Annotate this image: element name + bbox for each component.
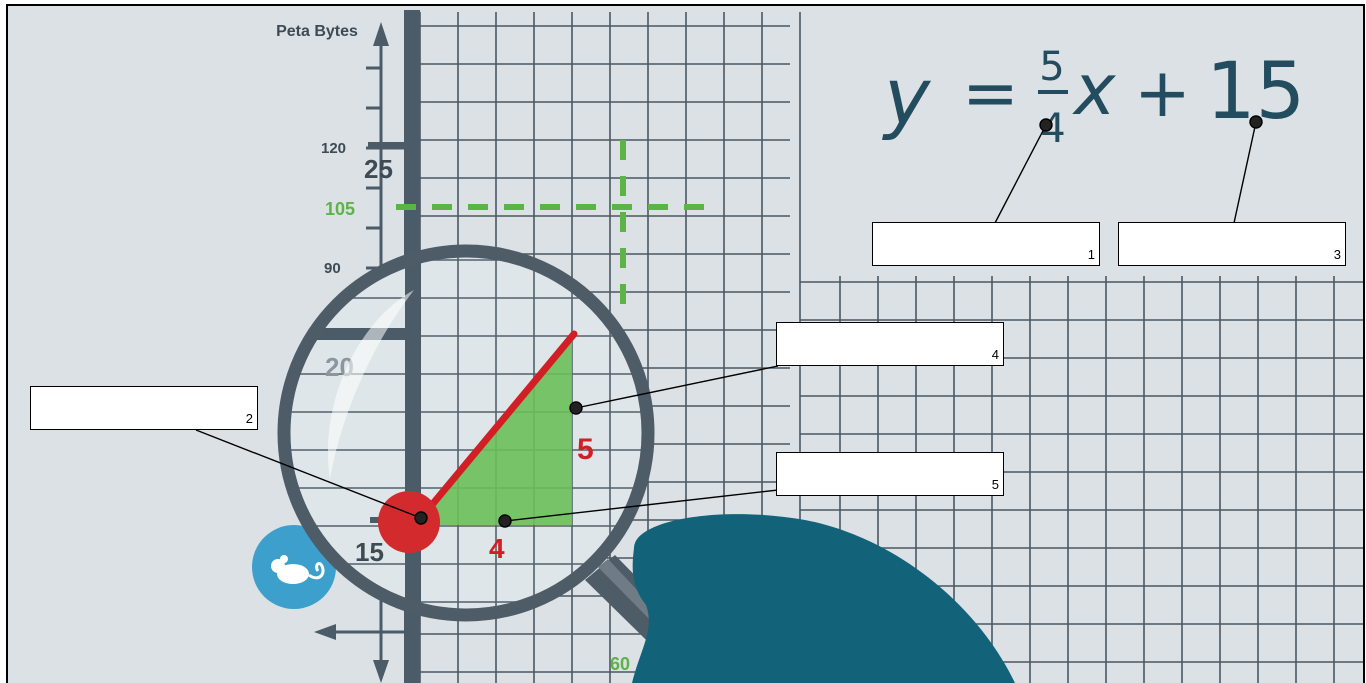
tick-label-25: 25 — [364, 154, 393, 184]
callout-box-1[interactable]: 1 — [872, 222, 1100, 266]
dashed-guide-value: 105 — [325, 199, 355, 219]
slope-intercept-equation: y = 5 4 x + 15 — [882, 44, 1305, 152]
equation-equals: = — [962, 54, 1019, 133]
callout-number: 1 — [1087, 247, 1095, 262]
hand-shape — [632, 514, 1015, 683]
callout-number: 5 — [991, 477, 999, 492]
tick-label-120: 120 — [321, 140, 346, 157]
callout-number: 4 — [991, 347, 999, 362]
callout-box-4[interactable]: 4 — [776, 322, 1004, 366]
equation-slope-numerator: 5 — [1039, 44, 1064, 90]
mouse-logo-icon — [252, 525, 336, 609]
slope-line — [412, 330, 578, 528]
run-label: 4 — [489, 533, 505, 564]
dashed-guide-lines — [396, 140, 710, 312]
callout-leader-lines — [195, 115, 1263, 528]
callout-box-2[interactable]: 2 — [30, 386, 258, 430]
y-intercept-dot — [378, 491, 440, 553]
callout-number: 2 — [245, 411, 253, 426]
callout-box-3[interactable]: 3 — [1118, 222, 1346, 266]
tick-25 — [368, 142, 408, 148]
y-axis-title: Peta Bytes — [276, 23, 358, 40]
lens-glare — [327, 290, 414, 480]
equation-variable: x — [1072, 49, 1116, 131]
bottom-label-60: 60 — [610, 654, 630, 674]
diagram-frame — [6, 4, 1365, 683]
callout-number: 3 — [1333, 247, 1341, 262]
left-arrow — [314, 624, 404, 640]
fraction-bar — [1038, 90, 1068, 94]
tick-label-15: 15 — [355, 537, 384, 567]
tick-label-90: 90 — [324, 260, 341, 277]
equation-lhs: y — [882, 53, 932, 143]
equation-plus: + — [1134, 54, 1191, 133]
callout-box-5[interactable]: 5 — [776, 452, 1004, 496]
rise-label: 5 — [577, 433, 594, 466]
magnifier-rim — [277, 244, 655, 622]
